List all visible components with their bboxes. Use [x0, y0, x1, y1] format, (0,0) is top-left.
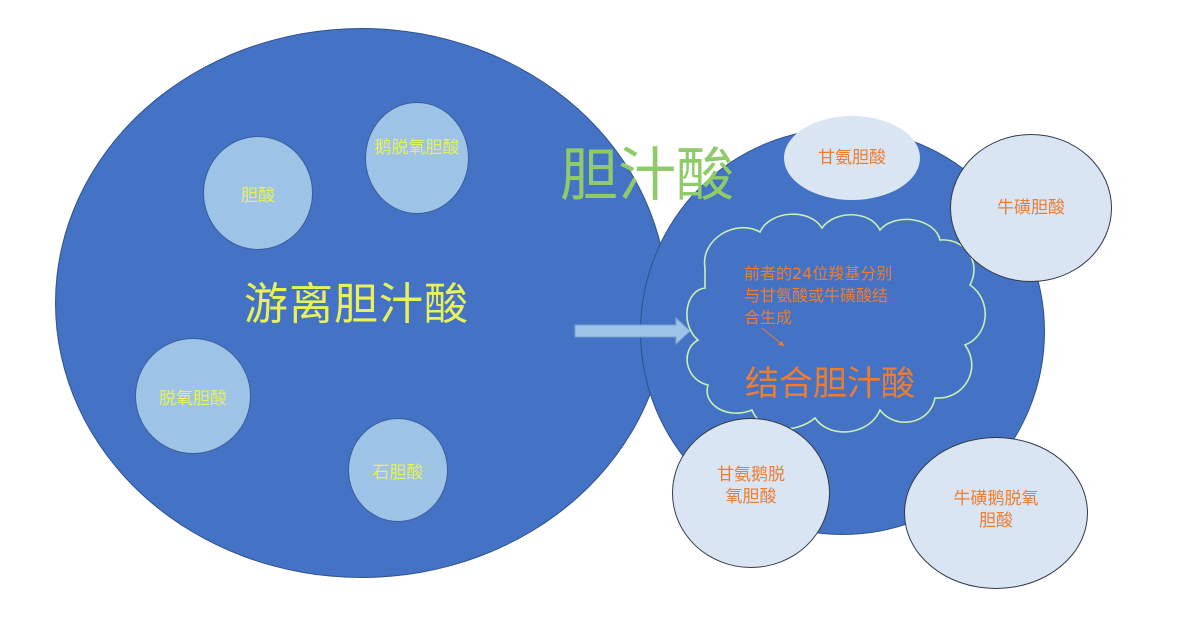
description-line: 与甘氨酸或牛磺酸结 — [744, 286, 889, 305]
node-glycocholic-acid: 甘氨胆酸 — [784, 116, 920, 200]
node-label: 脱氧胆酸 — [159, 388, 227, 409]
node-label: 石胆酸 — [372, 462, 424, 483]
node-label: 牛磺胆酸 — [997, 197, 1065, 218]
node-label: 鹅脱氧胆酸 — [374, 137, 460, 158]
node-cholic-acid: 胆酸 — [203, 136, 313, 250]
description-line: 合生成 — [744, 308, 793, 327]
pointer-arrow-icon — [761, 327, 785, 347]
arrow-right-icon — [574, 316, 691, 346]
conjugation-description: 前者的24位羧基分别 与甘氨酸或牛磺酸结 合生成 — [744, 263, 892, 329]
node-deoxycholic-acid: 脱氧胆酸 — [135, 338, 251, 454]
node-taurocholic-acid: 牛磺胆酸 — [950, 134, 1112, 282]
node-glycochenodeoxycholic-acid: 甘氨鹅脱 氧胆酸 — [672, 418, 830, 568]
node-label: 牛磺鹅脱氧 胆酸 — [953, 488, 1039, 531]
node-taurochenodeoxycholic-acid: 牛磺鹅脱氧 胆酸 — [904, 437, 1088, 589]
free-bile-acids-label: 游离胆汁酸 — [244, 279, 469, 330]
node-label: 甘氨鹅脱 氧胆酸 — [717, 464, 785, 507]
node-label: 甘氨胆酸 — [818, 147, 886, 168]
conjugated-bile-acids-label: 结合胆汁酸 — [745, 364, 915, 404]
description-line: 前者的24位羧基分别 — [744, 264, 893, 283]
cloud-shape — [686, 213, 986, 433]
node-lithocholic-acid: 石胆酸 — [348, 418, 448, 522]
node-chenodeoxycholic-acid: 鹅脱氧胆酸 — [365, 102, 469, 214]
node-label: 胆酸 — [241, 185, 275, 206]
diagram-title: 胆汁酸 — [560, 141, 735, 209]
